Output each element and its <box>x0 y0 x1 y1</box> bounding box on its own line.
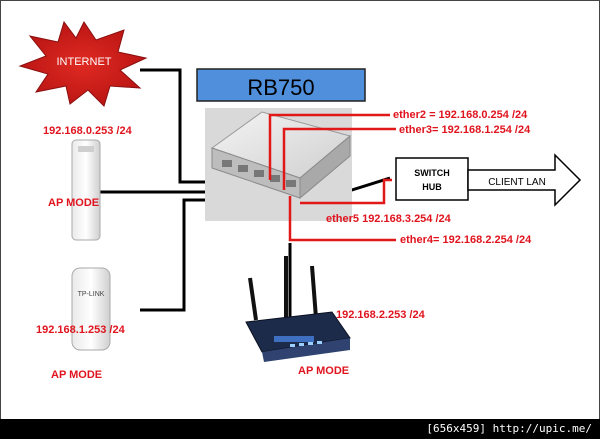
ether3-leader <box>282 127 396 190</box>
switch-hub-box <box>395 157 469 201</box>
client-lan-arrow-icon <box>467 153 582 207</box>
ether2-leader <box>268 113 390 180</box>
switch-label: SWITCH <box>414 168 450 178</box>
ether4-leader <box>288 196 396 242</box>
internet-cloud: INTERNET <box>18 20 148 107</box>
wifi-router-leds <box>290 341 322 347</box>
ether5-label: ether5 192.168.3.254 /24 <box>326 213 452 225</box>
port-leaders <box>268 113 396 242</box>
ether4-label: ether4= 192.168.2.254 /24 <box>400 234 532 246</box>
wifi-router-front <box>262 338 350 362</box>
ap2-ip: 192.168.1.253 /24 <box>36 324 126 336</box>
client-lan-arrow: CLIENT LAN <box>467 153 582 207</box>
ether3-label: ether3= 192.168.1.254 /24 <box>399 124 531 136</box>
wifi-router-mode: AP MODE <box>298 365 349 377</box>
ap1-antenna-unit <box>71 139 101 241</box>
switch-hub: SWITCH HUB <box>395 157 469 201</box>
wifi-router-panel <box>274 336 314 342</box>
hub-label: HUB <box>422 182 442 192</box>
footer-watermark: [656x459] http://upic.me/ <box>0 419 600 439</box>
ether5-leader <box>300 178 392 205</box>
ap2-device: TP-LINK 192.168.1.253 /24 AP MODE <box>36 267 126 381</box>
ap1-mode: AP MODE <box>48 197 99 209</box>
ap1-cap <box>78 146 94 152</box>
ether2-label: ether2 = 192.168.0.254 /24 <box>393 109 528 121</box>
router-ports <box>222 160 296 187</box>
wifi-router-device: 192.168.2.253 /24 AP MODE <box>245 256 426 377</box>
wifi-antenna-right <box>310 265 318 319</box>
internet-burst-icon <box>18 20 148 107</box>
wifi-router-ip: 192.168.2.253 /24 <box>336 309 426 321</box>
rb750-title-box <box>196 68 366 102</box>
wifi-antenna-left <box>248 277 258 321</box>
ap2-mode: AP MODE <box>51 369 102 381</box>
internet-label: INTERNET <box>57 56 112 68</box>
ap1-device: 192.168.0.253 /24 AP MODE <box>43 125 133 241</box>
ap1-ip: 192.168.0.253 /24 <box>43 125 133 137</box>
rb750-router: RB750 <box>196 68 366 221</box>
router-side-face <box>299 134 351 200</box>
client-lan-label: CLIENT LAN <box>488 177 546 188</box>
rb750-title: RB750 <box>247 75 314 100</box>
ap2-brand-logo: TP-LINK <box>78 291 105 298</box>
ap2-unit <box>71 267 111 351</box>
